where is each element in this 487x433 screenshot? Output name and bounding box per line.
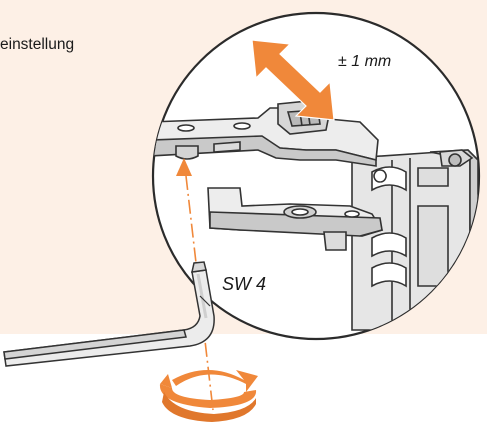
rotate-icon	[159, 370, 258, 422]
hex-key	[3, 261, 215, 367]
adjust-arrow-double	[251, 39, 335, 121]
hinge-frame-part	[351, 149, 479, 331]
section-heading: einstellung	[0, 36, 75, 53]
hinge-lower-arm	[207, 187, 384, 251]
wrench-size-label: SW 4	[222, 274, 266, 294]
tolerance-label: ± 1 mm	[338, 53, 391, 70]
hinge-upper-arm	[153, 99, 379, 167]
arrow-up-icon	[176, 158, 192, 176]
